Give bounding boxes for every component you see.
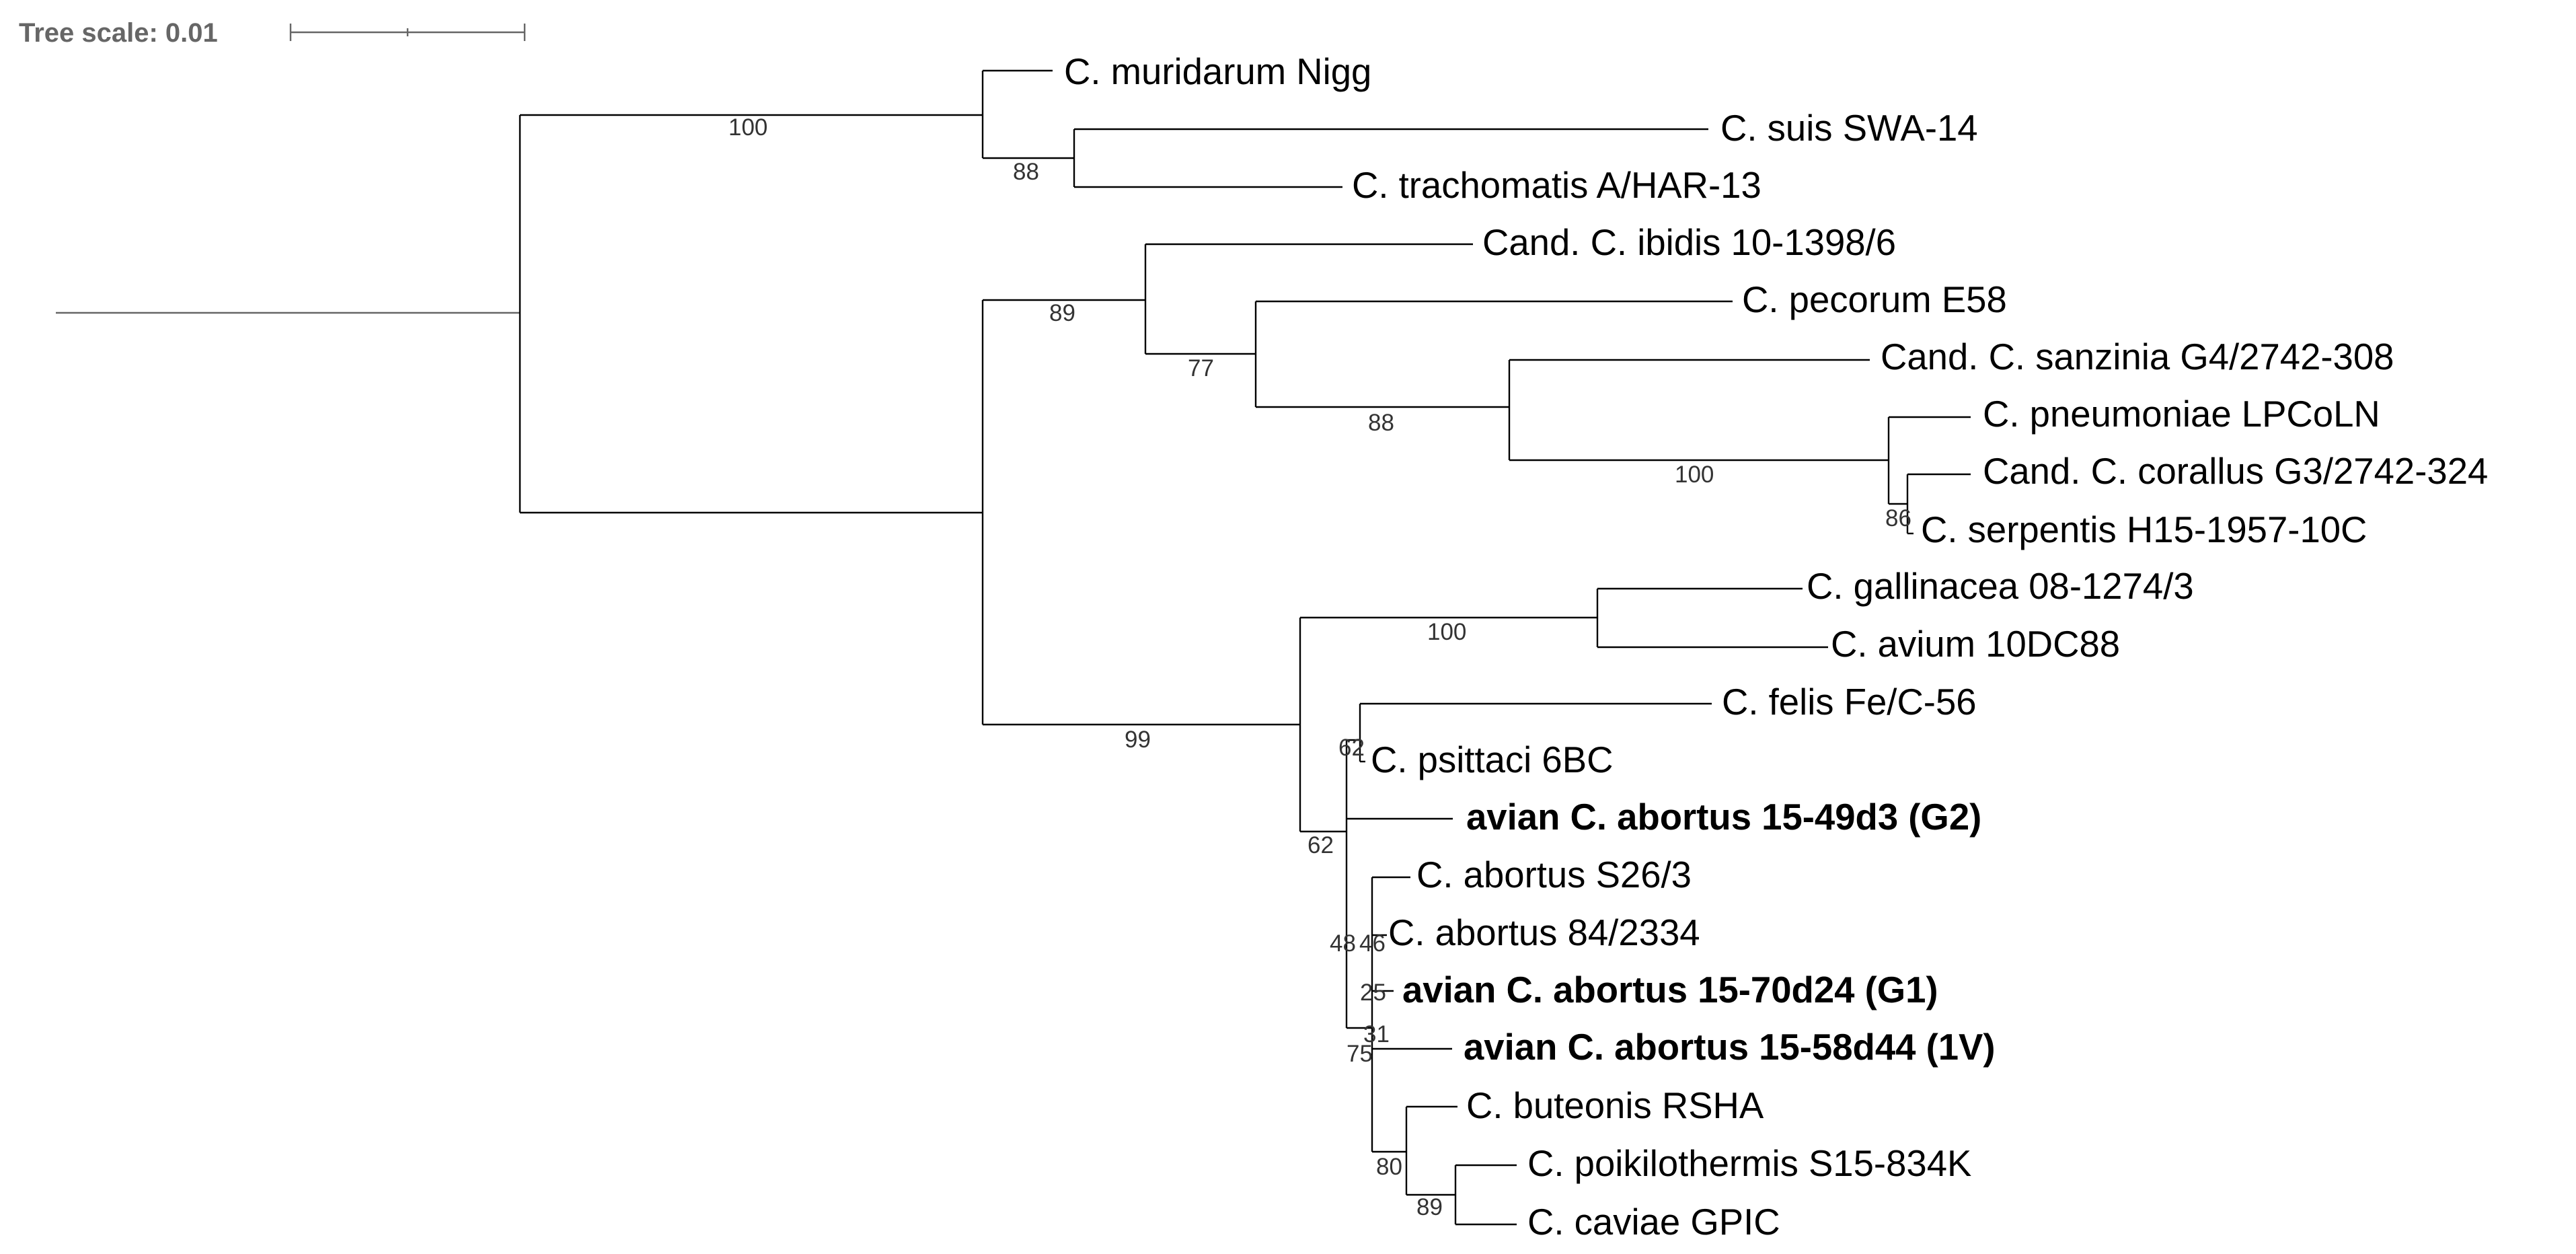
leaf-label-avian-g2: avian C. abortus 15-49d3 (G2) xyxy=(1466,797,1981,838)
bootstrap-value: 46 xyxy=(1359,930,1386,957)
leaf-label-muridarum: C. muridarum Nigg xyxy=(1064,51,1371,92)
leaf-label-suis: C. suis SWA-14 xyxy=(1720,108,1978,149)
leaf-label-serpentis: C. serpentis H15-1957-10C xyxy=(1921,509,2367,550)
leaf-label-sanzinia: Cand. C. sanzinia G4/2742-308 xyxy=(1881,336,2394,377)
bootstrap-value: 88 xyxy=(1013,159,1039,185)
tree-scale: Tree scale: 0.01 xyxy=(19,18,526,48)
tree-branches xyxy=(56,69,1971,1226)
leaf-label-avium: C. avium 10DC88 xyxy=(1831,624,2120,665)
bootstrap-value: 62 xyxy=(1338,735,1365,761)
leaf-label-pecorum: C. pecorum E58 xyxy=(1742,279,2007,320)
bootstrap-value: 31 xyxy=(1363,1021,1390,1047)
bootstrap-value: 100 xyxy=(1427,619,1466,645)
bootstrap-value: 99 xyxy=(1125,727,1151,753)
leaf-label-buteonis: C. buteonis RSHA xyxy=(1466,1085,1764,1126)
bootstrap-value: 88 xyxy=(1368,410,1394,436)
leaf-label-ibidis: Cand. C. ibidis 10-1398/6 xyxy=(1482,222,1896,263)
leaf-label-psittaci: C. psittaci 6BC xyxy=(1371,739,1613,780)
leaf-label-felis: C. felis Fe/C-56 xyxy=(1722,681,1977,723)
bootstrap-value: 86 xyxy=(1885,505,1911,531)
leaf-label-gallinacea: C. gallinacea 08-1274/3 xyxy=(1807,566,2194,607)
leaf-label-abortus-s26: C. abortus S26/3 xyxy=(1416,854,1692,895)
bootstrap-value: 25 xyxy=(1360,980,1386,1006)
leaf-label-avian-1v: avian C. abortus 15-58d44 (1V) xyxy=(1464,1027,1996,1068)
bootstrap-value: 100 xyxy=(1675,462,1714,488)
leaf-label-poikilothermis: C. poikilothermis S15-834K xyxy=(1527,1143,1971,1184)
bootstrap-value: 89 xyxy=(1416,1194,1443,1220)
leaf-label-corallus: Cand. C. corallus G3/2742-324 xyxy=(1983,451,2488,492)
leaf-label-trachomatis: C. trachomatis A/HAR-13 xyxy=(1352,165,1761,206)
bootstrap-values: 100 88 89 77 88 100 86 100 99 62 62 48 4… xyxy=(728,114,1911,1220)
bootstrap-value: 80 xyxy=(1376,1154,1402,1180)
bootstrap-value: 89 xyxy=(1049,300,1075,326)
leaf-label-avian-g1: avian C. abortus 15-70d24 (G1) xyxy=(1402,969,1938,1010)
bootstrap-value: 77 xyxy=(1188,355,1214,381)
bootstrap-value: 100 xyxy=(728,114,767,141)
tree-scale-label: Tree scale: 0.01 xyxy=(19,18,218,48)
leaf-label-pneumoniae: C. pneumoniae LPCoLN xyxy=(1983,394,2380,435)
leaf-label-abortus-84: C. abortus 84/2334 xyxy=(1388,912,1700,953)
leaf-labels: C. muridarum Nigg C. suis SWA-14 C. trac… xyxy=(1064,51,2488,1243)
bootstrap-value: 48 xyxy=(1330,930,1356,957)
bootstrap-value: 75 xyxy=(1347,1041,1373,1067)
leaf-label-caviae: C. caviae GPIC xyxy=(1527,1202,1780,1243)
bootstrap-value: 62 xyxy=(1308,832,1334,858)
